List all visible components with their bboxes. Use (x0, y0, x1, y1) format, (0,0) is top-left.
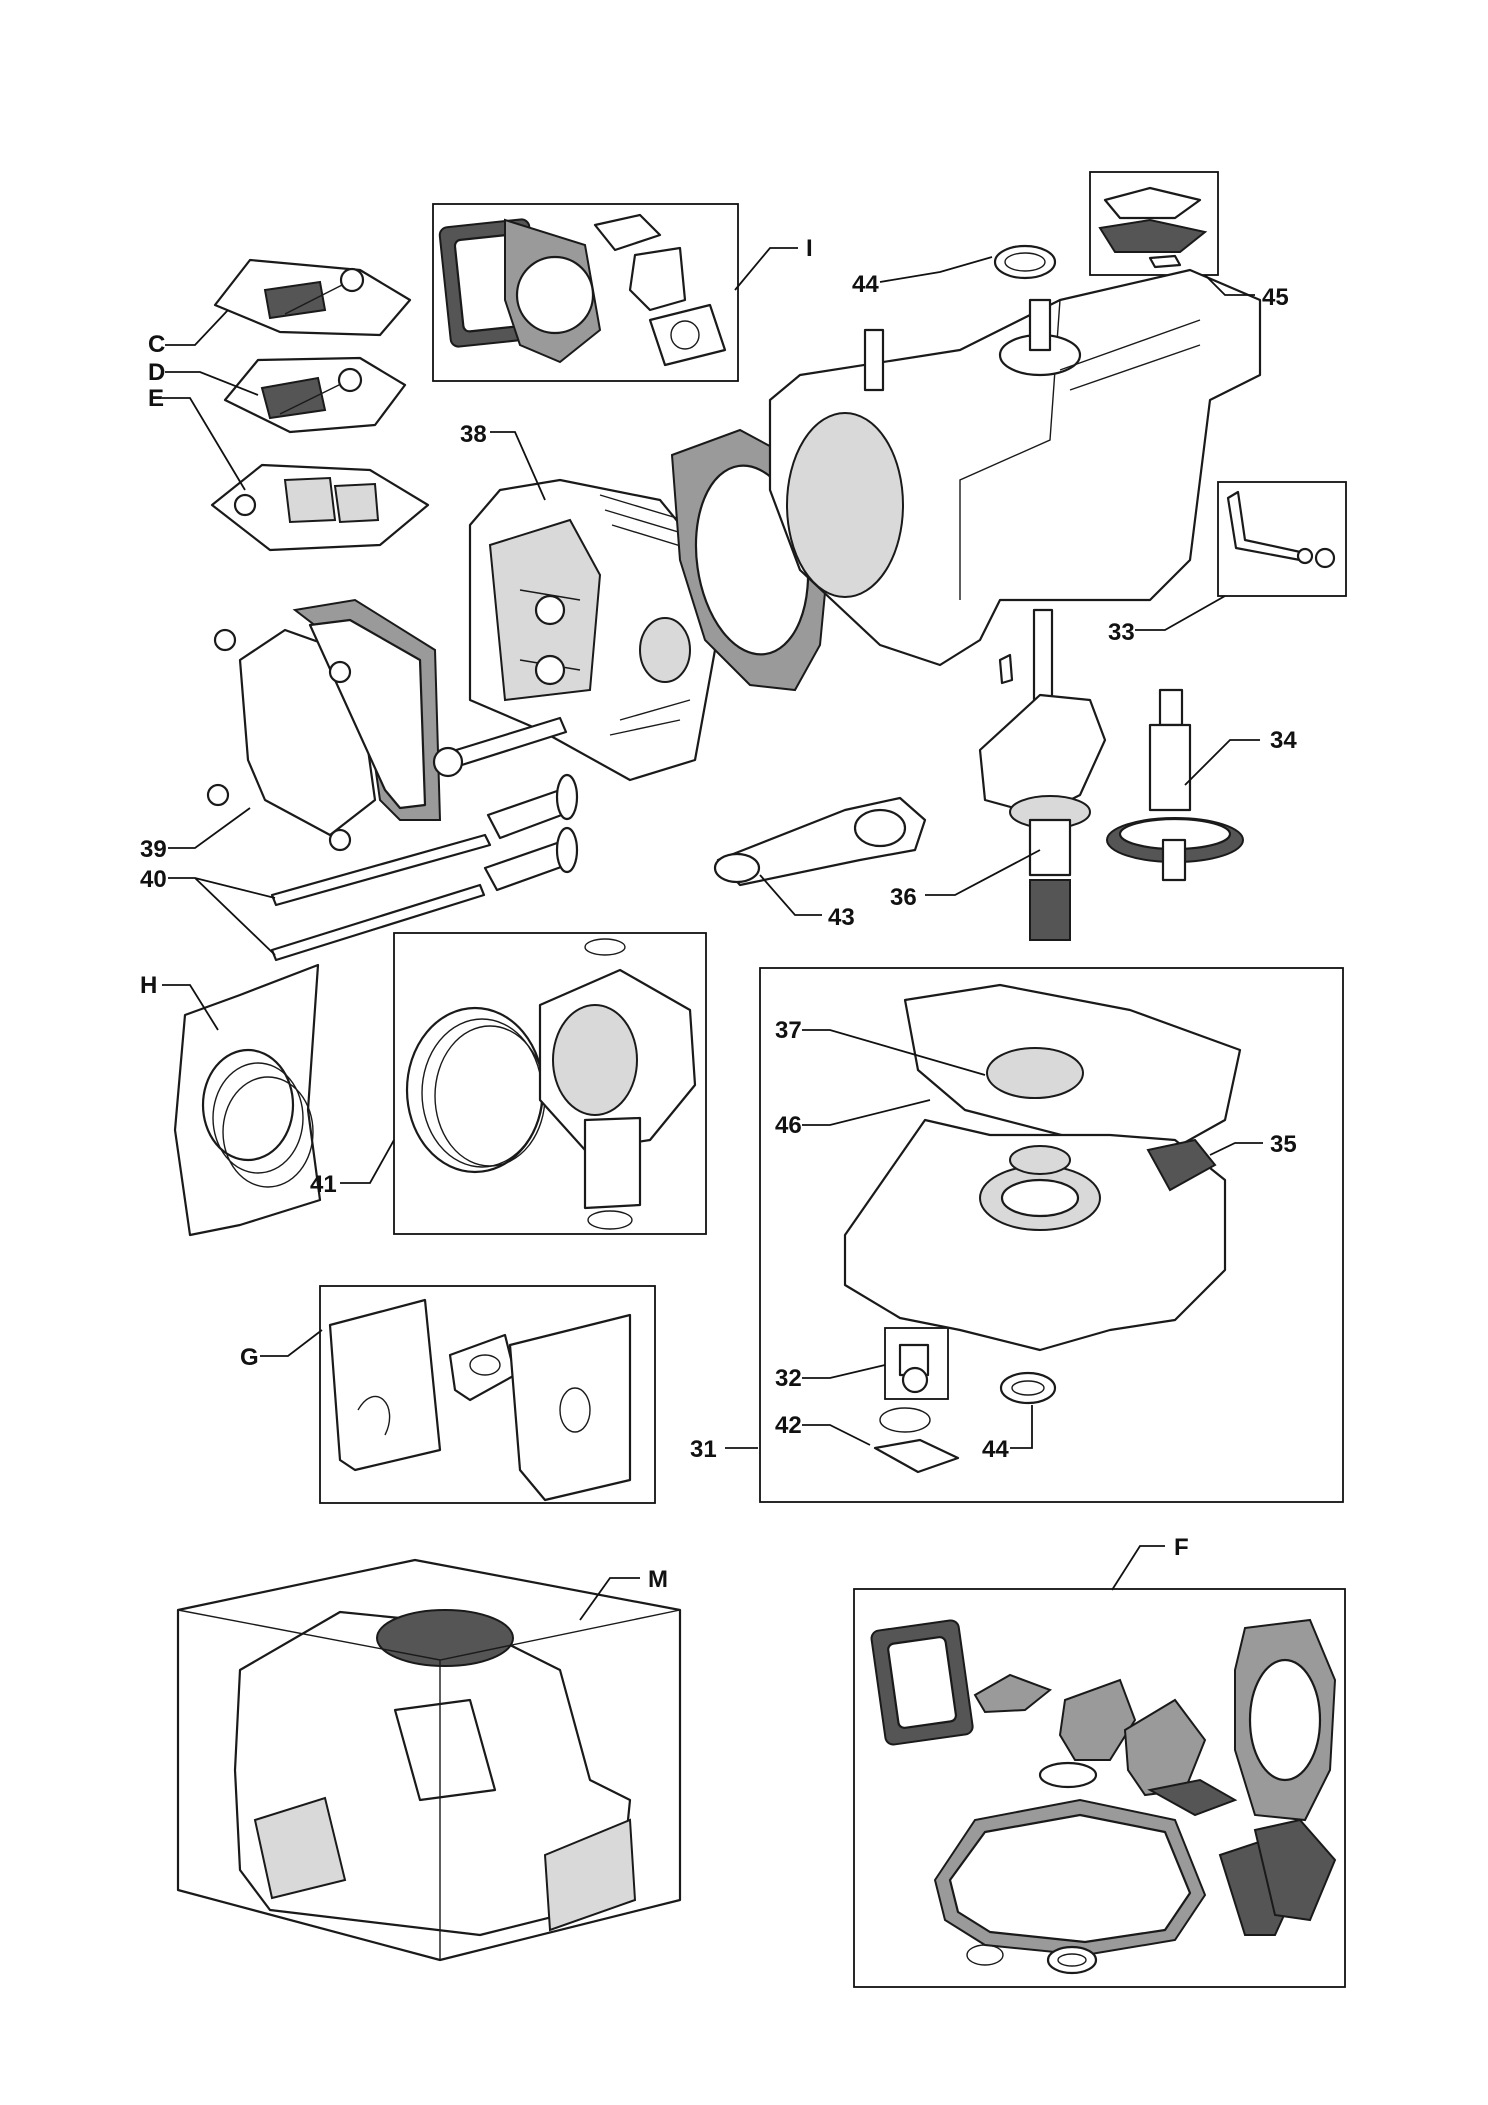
box-part-32 (884, 1327, 949, 1400)
label-46: 46 (775, 1112, 802, 1139)
box-piston-kit-41 (393, 932, 707, 1235)
label-g: G (240, 1344, 259, 1371)
label-41: 41 (310, 1171, 337, 1198)
gasket-kit-i-parts (438, 213, 727, 367)
box-gasket-kit-i (432, 203, 739, 382)
label-44-bottom: 44 (982, 1436, 1009, 1463)
label-40: 40 (140, 866, 167, 893)
label-36: 36 (890, 884, 917, 911)
connecting-rod-43 (713, 796, 927, 887)
label-m: M (648, 1566, 668, 1593)
piston-ring-kit-h (173, 963, 322, 1237)
box-part-33 (1217, 481, 1347, 597)
camshaft-34 (1106, 688, 1244, 882)
head-bolt (432, 716, 568, 778)
label-e: E (148, 385, 164, 412)
label-c: C (148, 331, 165, 358)
label-35: 35 (1270, 1131, 1297, 1158)
push-rods-40 (270, 773, 579, 962)
piston-kit-41 (405, 938, 697, 1230)
box-part-45 (1089, 171, 1219, 276)
label-h: H (140, 972, 157, 999)
cylinder-head-38 (468, 478, 717, 782)
complete-engine-m (176, 1558, 682, 1962)
label-44-top: 44 (852, 271, 879, 298)
box-crankcase-31 (759, 967, 1344, 1503)
label-i: I (806, 235, 813, 262)
label-43: 43 (828, 904, 855, 931)
label-33: 33 (1108, 619, 1135, 646)
governor-arm-33 (1226, 490, 1336, 569)
oil-seal-44-top (993, 244, 1057, 280)
label-39: 39 (140, 836, 167, 863)
label-34: 34 (1270, 727, 1297, 754)
label-32: 32 (775, 1365, 802, 1392)
engine-block (768, 268, 1262, 667)
crankshaft-36 (978, 608, 1107, 941)
label-f: F (1174, 1534, 1189, 1561)
breather-cover-45 (1098, 186, 1208, 269)
valve-keeper-kit-e (210, 463, 430, 552)
box-gasket-kit-g (319, 1285, 656, 1504)
crankcase-cover-31 (843, 983, 1242, 1474)
gasket-set-f-parts (870, 1618, 1337, 1975)
label-38: 38 (460, 421, 487, 448)
gasket-kit-g-parts (328, 1298, 632, 1502)
label-45: 45 (1262, 284, 1289, 311)
box-gasket-set-f (853, 1588, 1346, 1988)
label-42: 42 (775, 1412, 802, 1439)
valve-kit-d (223, 356, 407, 434)
rocker-cover-39 (206, 598, 442, 852)
label-37: 37 (775, 1017, 802, 1044)
label-31: 31 (690, 1436, 717, 1463)
valve-kit-c (213, 258, 412, 337)
label-d: D (148, 359, 165, 386)
leader-lines (162, 247, 1263, 1621)
callout-labels: C D E I 44 45 38 39 40 33 34 36 43 H 41 … (140, 235, 1297, 1593)
